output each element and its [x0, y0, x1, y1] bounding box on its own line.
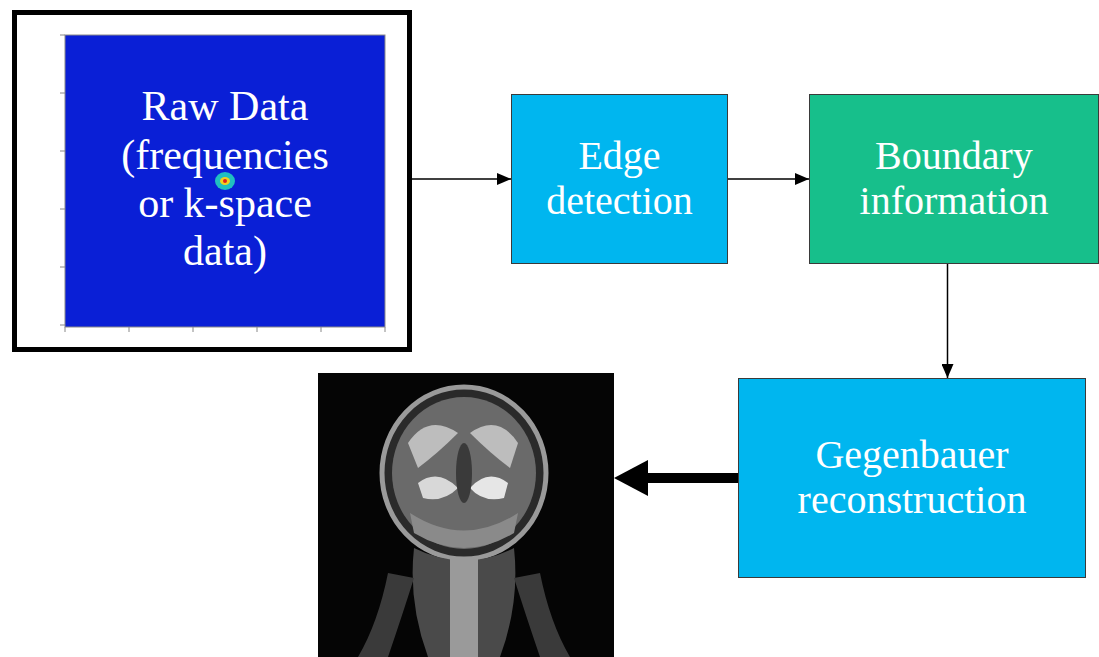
arrow-connector [412, 178, 511, 180]
node-label: Boundary information [818, 134, 1090, 224]
node-label: Edge detection [520, 134, 719, 224]
text-area: Raw Data (frequencies or k-space data) [65, 33, 385, 325]
arrow-connector [947, 264, 949, 378]
node-label: Raw Data (frequencies or k-space data) [107, 82, 343, 275]
result-arrow [614, 460, 738, 496]
node-label: Gegenbauer reconstruction [747, 433, 1077, 523]
raw-data-box: Raw Data (frequencies or k-space data) [12, 10, 412, 352]
mri-scan-image [318, 373, 614, 657]
arrow-connector [728, 178, 809, 180]
process-box: Edge detection [511, 94, 728, 264]
process-box: Boundary information [809, 94, 1099, 264]
process-box: Gegenbauer reconstruction [738, 378, 1086, 578]
